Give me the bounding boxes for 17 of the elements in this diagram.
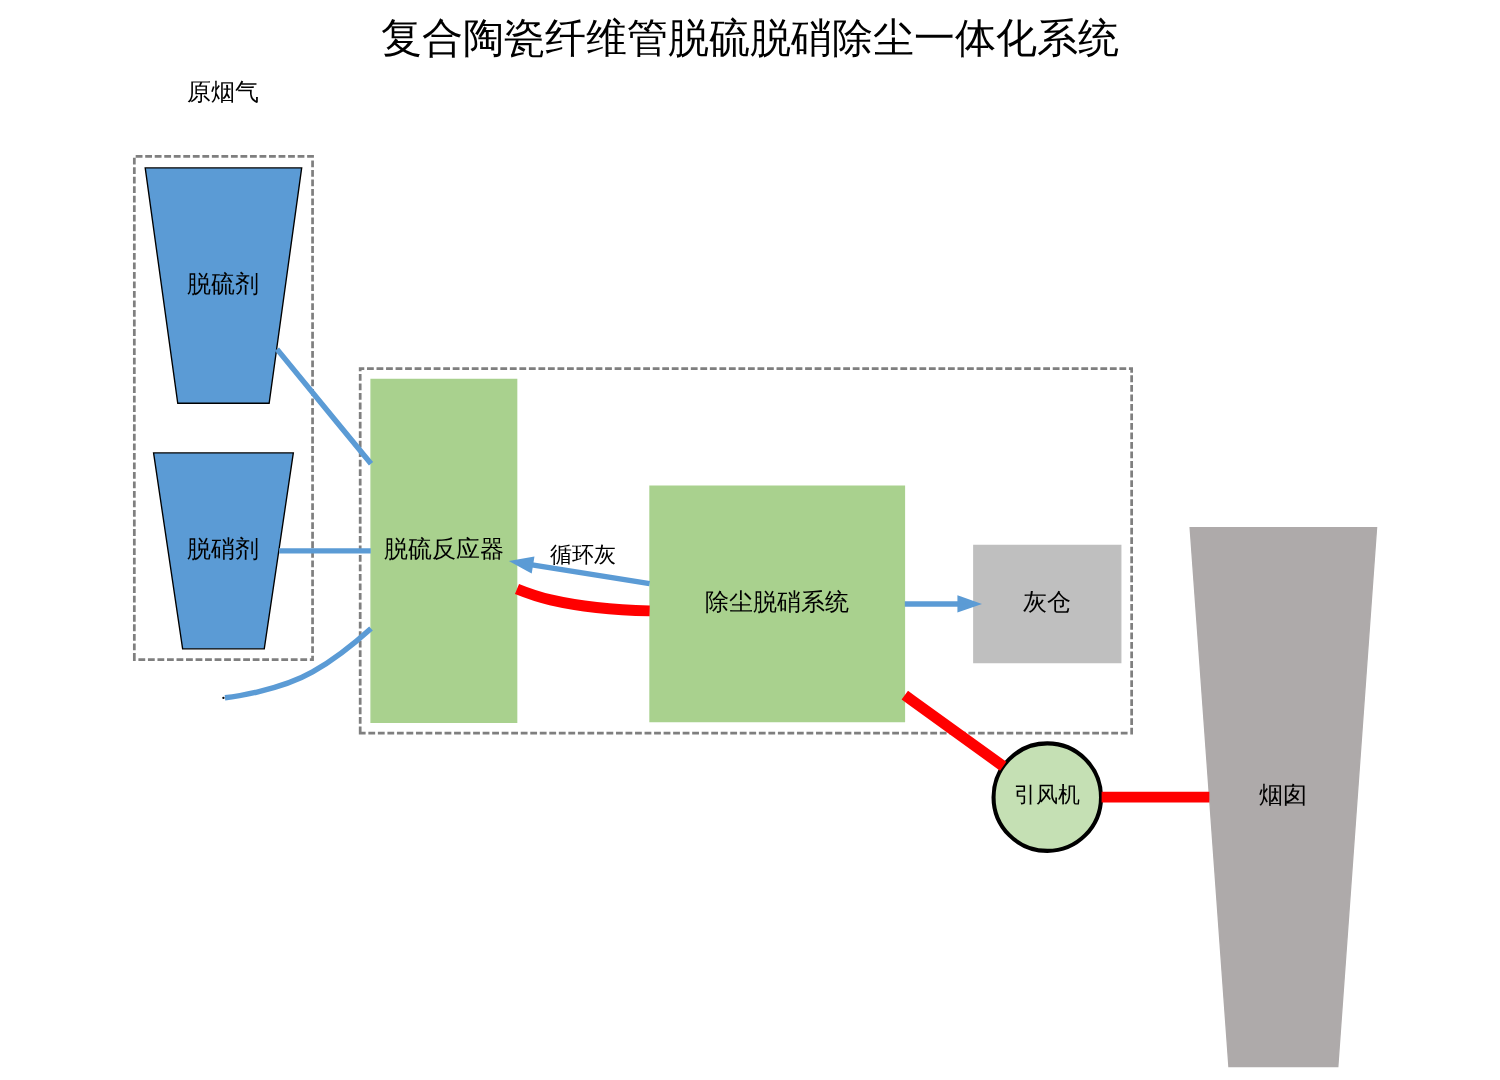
connector [901, 690, 1007, 771]
connector [515, 583, 650, 617]
arrow [904, 595, 982, 613]
diagram-title: 复合陶瓷纤维管脱硫脱硝除尘一体化系统 [381, 13, 1119, 62]
connector [274, 347, 374, 466]
connector [279, 548, 371, 554]
connector [224, 626, 373, 701]
edge-label: 循环灰 [550, 541, 617, 567]
cluster [358, 367, 1133, 735]
arrow [508, 556, 650, 587]
node-circle: 引风机 [991, 741, 1104, 853]
cluster [132, 154, 314, 662]
node-box: 脱硫反应器 [370, 378, 518, 723]
node-box: 除尘脱硝系统 [649, 485, 906, 723]
legend-label: 原烟气 [187, 76, 260, 106]
connector [1101, 791, 1210, 803]
node-box: 灰仓 [973, 544, 1122, 664]
